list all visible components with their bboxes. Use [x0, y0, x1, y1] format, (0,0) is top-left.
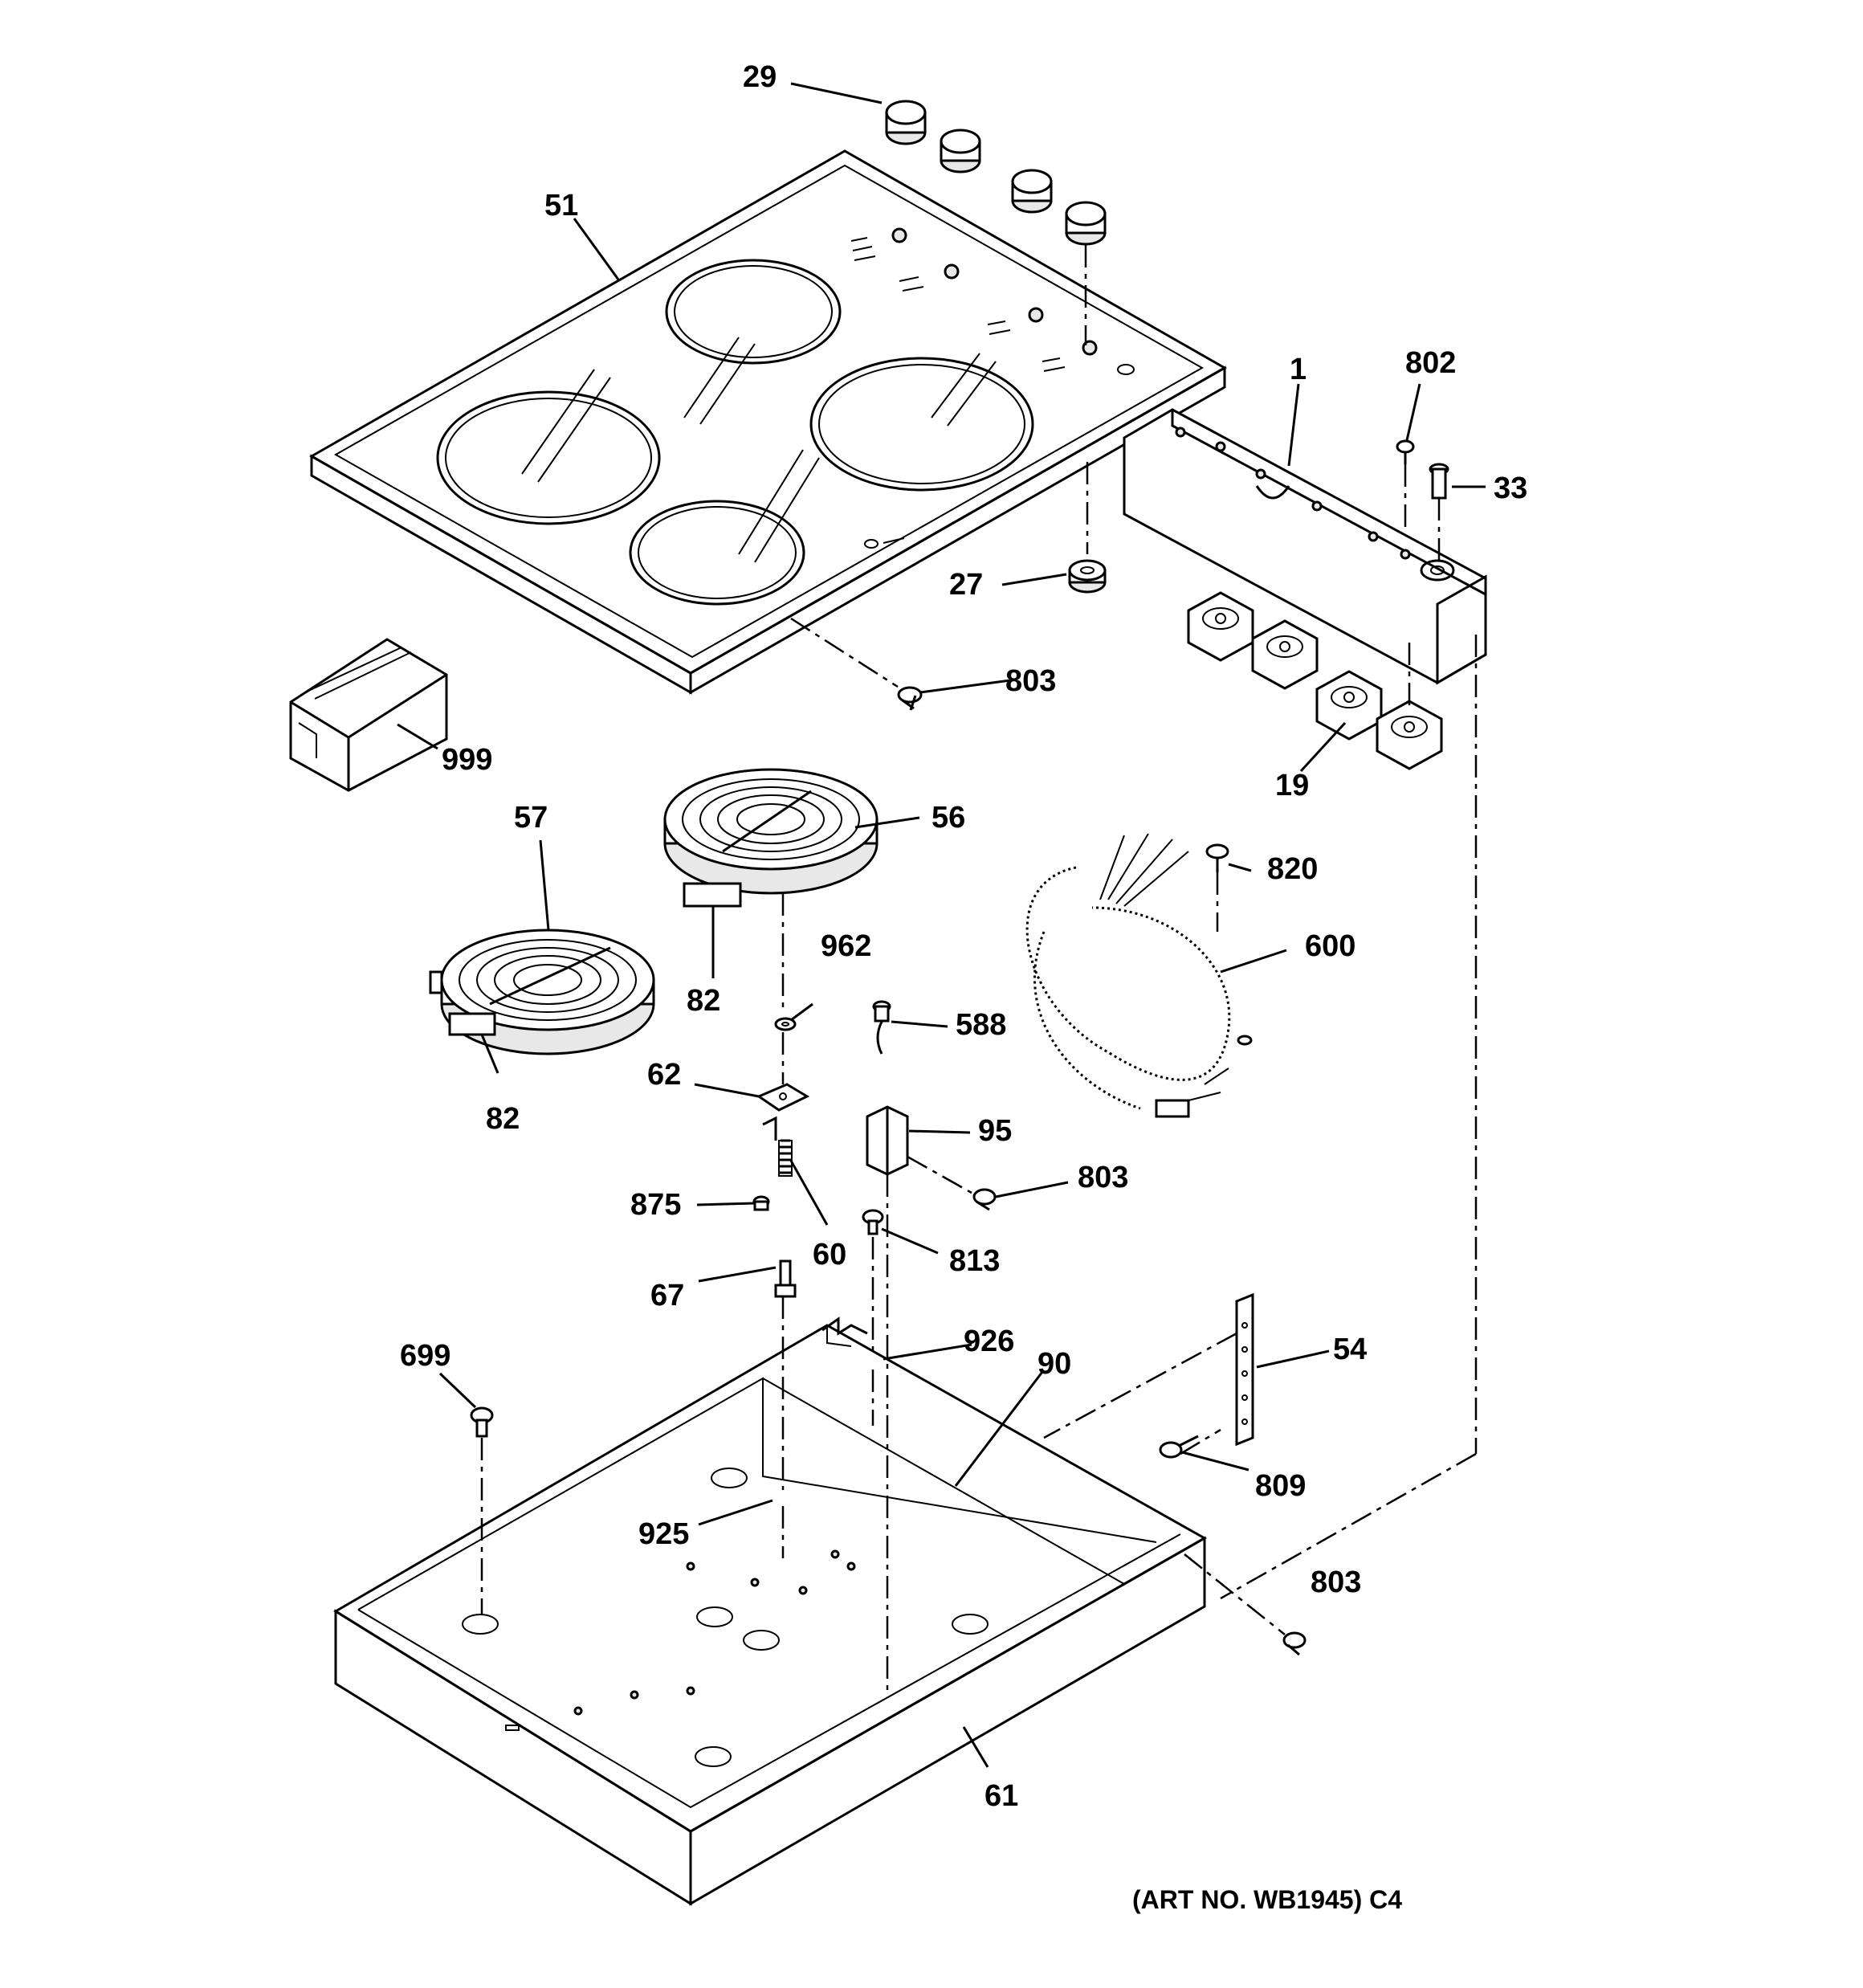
switch-2 — [1251, 619, 1319, 690]
burner-ring-right — [809, 357, 1034, 492]
washer-962 — [774, 1017, 797, 1031]
label-19: 19 — [1275, 769, 1309, 802]
base-pan — [333, 1316, 1208, 1906]
control-panel — [1123, 408, 1487, 685]
wiring-harness — [1025, 833, 1253, 1118]
radiant-element-56 — [663, 768, 879, 908]
screw-699 — [470, 1406, 494, 1438]
label-600: 600 — [1305, 929, 1355, 963]
infinite-switches — [1187, 591, 1443, 770]
spring-60 — [778, 1139, 793, 1177]
label-82-lower: 82 — [486, 1102, 520, 1136]
radiant-element-57 — [429, 929, 655, 1055]
label-803-mid: 803 — [1078, 1161, 1128, 1194]
label-82-upper: 82 — [687, 984, 720, 1018]
screw-803-bottom — [1282, 1631, 1307, 1656]
label-60: 60 — [813, 1238, 846, 1272]
screw-809 — [1159, 1435, 1199, 1459]
label-54: 54 — [1333, 1333, 1367, 1366]
grommet-27 — [1068, 559, 1107, 594]
strap-54 — [1235, 1292, 1254, 1447]
art-number: (ART NO. WB1945) C4 — [1132, 1885, 1402, 1914]
knob-1 — [885, 100, 927, 145]
label-57: 57 — [514, 801, 548, 835]
label-809: 809 — [1255, 1469, 1306, 1503]
label-875: 875 — [630, 1188, 681, 1222]
bracket-62 — [756, 1083, 810, 1112]
knob-2 — [940, 129, 981, 173]
burner-ring-back — [665, 259, 842, 365]
terminal-block-82-lower — [448, 1012, 496, 1036]
screw-803-mid — [972, 1188, 997, 1211]
part-labels: 29 51 1 802 33 27 803 999 19 57 56 82 82… — [400, 60, 1527, 1914]
burner-ring-left — [436, 390, 661, 525]
spring-clip — [762, 1116, 777, 1141]
parts-box — [289, 638, 448, 792]
leader-lines — [397, 82, 1486, 1768]
label-62: 62 — [647, 1058, 681, 1092]
control-markings — [850, 227, 1135, 549]
label-51: 51 — [544, 189, 578, 222]
label-813: 813 — [949, 1244, 1000, 1278]
pin-33 — [1429, 463, 1449, 500]
label-803-bottom: 803 — [1311, 1565, 1361, 1599]
label-926: 926 — [964, 1325, 1014, 1358]
label-29: 29 — [743, 60, 777, 94]
label-27: 27 — [949, 568, 983, 602]
label-802: 802 — [1405, 346, 1456, 380]
label-95: 95 — [978, 1114, 1012, 1148]
switch-1 — [1187, 591, 1254, 662]
bracket-95 — [866, 1105, 909, 1176]
label-699: 699 — [400, 1339, 450, 1373]
screw-803-top — [897, 686, 923, 711]
glass-cooktop — [308, 149, 1228, 695]
switch-3 — [1315, 670, 1383, 741]
label-1: 1 — [1290, 353, 1307, 386]
screw-813 — [862, 1209, 884, 1235]
screw-820 — [1205, 843, 1229, 872]
stud-67 — [774, 1259, 797, 1298]
terminal-block-82-upper — [683, 882, 742, 908]
label-33: 33 — [1494, 471, 1527, 505]
label-803-top: 803 — [1005, 664, 1056, 698]
label-962: 962 — [821, 929, 871, 963]
control-knobs — [885, 100, 1107, 246]
label-67: 67 — [650, 1279, 684, 1312]
switch-4 — [1376, 700, 1443, 770]
label-61: 61 — [984, 1779, 1018, 1813]
burner-ring-front — [629, 500, 805, 606]
label-56: 56 — [932, 801, 965, 835]
knob-4 — [1065, 201, 1107, 246]
alignment-lines — [480, 245, 1478, 1695]
knob-3 — [1011, 169, 1053, 214]
label-925: 925 — [638, 1517, 689, 1551]
label-999: 999 — [442, 743, 492, 777]
label-90: 90 — [1037, 1347, 1071, 1381]
nut-875 — [752, 1195, 770, 1211]
screw-802 — [1396, 439, 1415, 464]
label-820: 820 — [1267, 852, 1318, 886]
label-588: 588 — [956, 1008, 1006, 1042]
sensor-588 — [872, 1000, 891, 1055]
